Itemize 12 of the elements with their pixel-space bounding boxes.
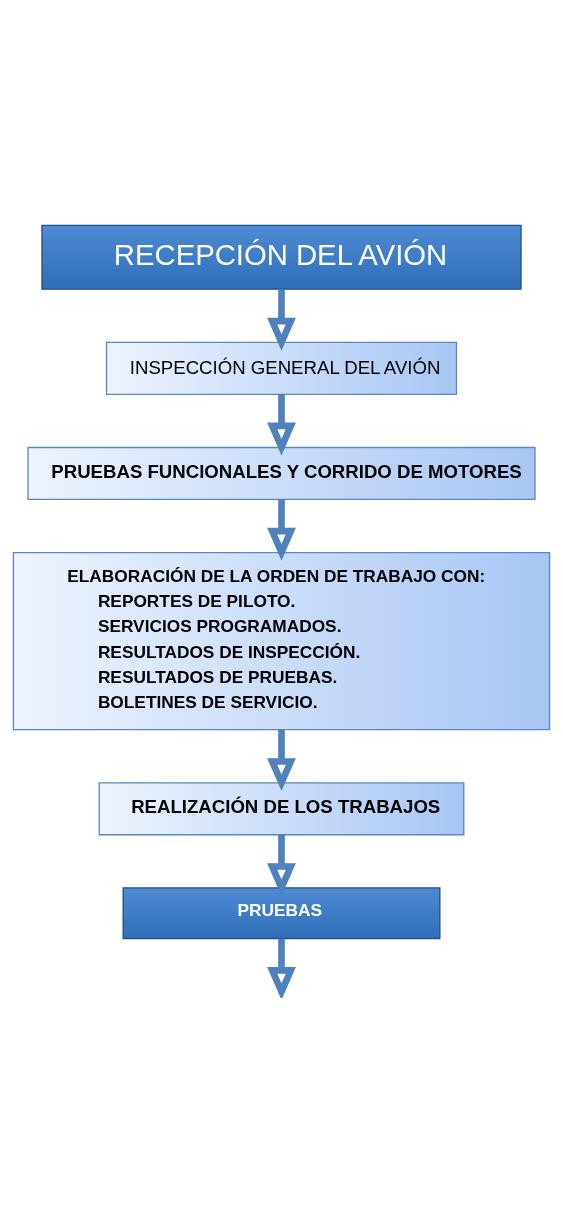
node-box: INSPECCIÓN GENERAL DEL AVIÓN (105, 341, 458, 395)
arrow (267, 834, 296, 897)
arrow (267, 289, 296, 351)
arrow (267, 499, 296, 561)
node-box: ELABORACIÓN DE LA ORDEN DE TRABAJO CON: REPORTES DE PILOTO. SERVICIOS PROGRAMADOS. RESULTADOS DE INSPECCIÓN. RESULTADOS DE PRUEBAS. BOLETINES DE SERVICIO. (12, 551, 551, 731)
arrow (267, 938, 296, 998)
node-box: PRUEBAS (122, 887, 441, 940)
node-box: PRUEBAS FUNCIONALES Y CORRIDO DE MOTORES (27, 446, 536, 501)
arrow (267, 729, 296, 792)
arrow (267, 394, 296, 456)
node-box: RECEPCIÓN DEL AVIÓN (41, 224, 522, 290)
node-box: REALIZACIÓN DE LOS TRABAJOS (98, 782, 465, 836)
